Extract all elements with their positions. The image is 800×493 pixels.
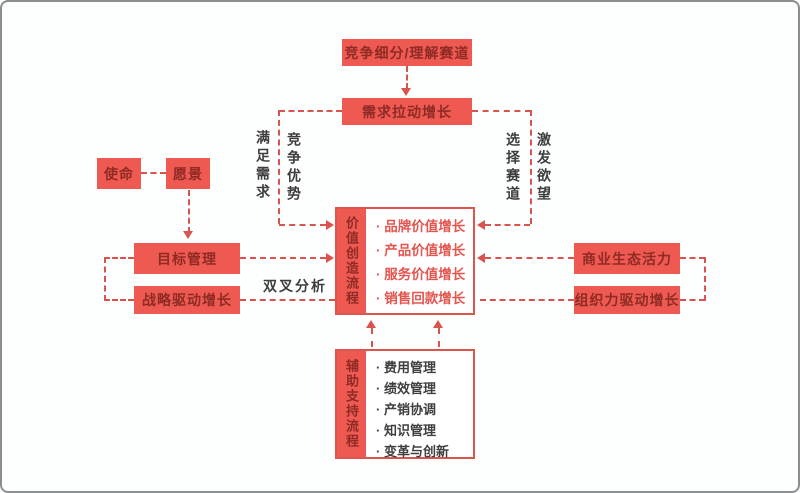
node-mission: 使命 [97, 158, 141, 189]
arrowhead-down-icon [401, 88, 411, 96]
support-process-box: 辅助支持流程 费用管理 绩效管理 产销协调 知识管理 变革与创新 [335, 349, 475, 459]
list-item: 变革与创新 [376, 441, 473, 462]
connector-left-bracket-top [104, 257, 134, 259]
connector-demand-right [472, 110, 531, 112]
connector-right-bracket-bottom [680, 299, 705, 301]
connector-support-up-1 [371, 328, 373, 347]
list-item: 绩效管理 [376, 378, 473, 399]
arrowhead-down-icon [183, 231, 193, 239]
arrowhead-right-icon [326, 253, 334, 263]
connector-vision-goal [188, 190, 190, 233]
arrowhead-left-icon [477, 253, 485, 263]
connector-left-into-value [279, 224, 326, 226]
connector-support-up-2 [438, 328, 440, 347]
arrowhead-left-icon [477, 220, 485, 230]
connector-right-bracket [704, 257, 706, 301]
list-item: 产品价值增长 [376, 239, 473, 263]
list-item: 品牌价值增长 [376, 215, 473, 239]
list-item: 知识管理 [376, 420, 473, 441]
label-choose-track: 选择赛道 [505, 132, 521, 204]
connector-right-bracket-top [680, 257, 705, 259]
connector-left-bracket-bottom [104, 299, 134, 301]
list-item: 服务价值增长 [376, 263, 473, 287]
connector-demand-left [279, 110, 342, 112]
connector-left-bracket [104, 257, 106, 301]
list-item: 销售回款增长 [376, 287, 473, 311]
value-creation-title: 价值创造流程 [337, 209, 366, 313]
node-demand-growth: 需求拉动增长 [342, 98, 472, 125]
node-business-ecology: 商业生态活力 [574, 243, 680, 274]
node-goal-management: 目标管理 [134, 243, 240, 274]
connector-strategy-value [240, 299, 335, 301]
arrowhead-right-icon [326, 220, 334, 230]
node-vision: 愿景 [166, 158, 210, 189]
value-creation-list: 品牌价值增长 产品价值增长 服务价值增长 销售回款增长 [366, 209, 473, 313]
arrowhead-up-icon [366, 320, 376, 328]
connector-goal-value [240, 257, 326, 259]
list-item: 产销协调 [376, 399, 473, 420]
arrowhead-up-icon [433, 320, 443, 328]
connector-mission-vision [141, 172, 166, 174]
list-item: 费用管理 [376, 357, 473, 378]
node-organization-growth: 组织力驱动增长 [574, 286, 680, 314]
connector-business-value [485, 257, 574, 259]
node-strategy-growth: 战略驱动增长 [134, 286, 240, 314]
connector-organization-value [480, 299, 574, 301]
node-competition-segment: 竞争细分/理解赛道 [342, 39, 472, 66]
connector-segment-demand [406, 66, 408, 89]
support-process-list: 费用管理 绩效管理 产销协调 知识管理 变革与创新 [366, 351, 473, 459]
connector-right-into-value [485, 224, 530, 226]
label-competitive-advantage: 竞争优势 [286, 132, 302, 204]
connector-left-vertical [278, 110, 280, 224]
label-satisfy-demand: 满足需求 [255, 130, 271, 202]
support-process-title: 辅助支持流程 [337, 351, 366, 457]
label-double-fork-analysis: 双叉分析 [263, 278, 327, 294]
label-stimulate-desire: 激发欲望 [536, 132, 552, 204]
connector-right-vertical [530, 110, 532, 224]
value-creation-process-box: 价值创造流程 品牌价值增长 产品价值增长 服务价值增长 销售回款增长 [335, 207, 475, 315]
